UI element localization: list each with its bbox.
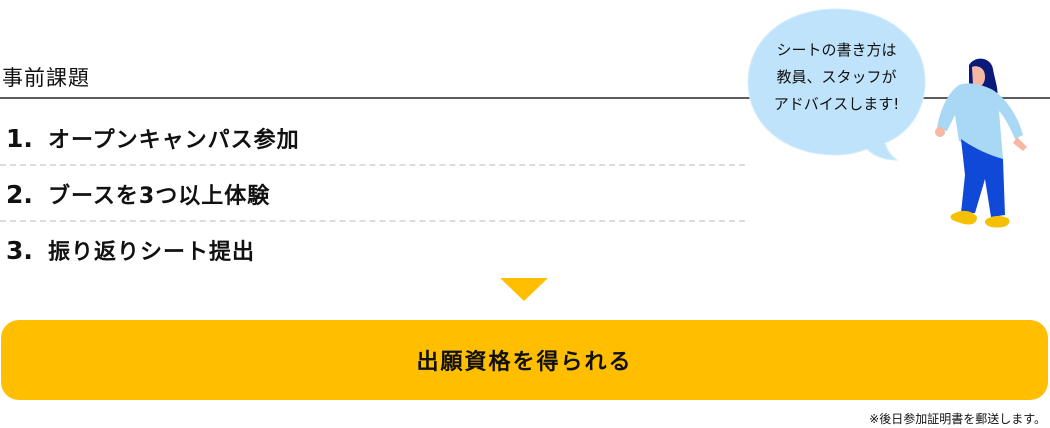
result-banner: 出願資格を得られる xyxy=(1,320,1048,400)
step-item-2: 2. ブースを3つ以上体験 xyxy=(6,174,273,214)
speech-bubble-icon xyxy=(747,8,926,161)
step-number: 3. xyxy=(6,235,33,265)
step-label: 振り返りシート提出 xyxy=(46,234,258,268)
person-illustration-icon xyxy=(935,58,1027,228)
step-number: 1. xyxy=(6,123,33,153)
step-item-1: 1. オープンキャンパス参加 xyxy=(6,118,302,158)
dashed-divider xyxy=(0,220,745,222)
step-label: ブースを3つ以上体験 xyxy=(46,178,273,212)
step-number: 2. xyxy=(6,179,33,209)
result-label: 出願資格を得られる xyxy=(416,350,633,375)
down-arrow-icon xyxy=(500,278,548,301)
bubble-text: シートの書き方は 教員、スタッフが アドバイスします! xyxy=(773,41,900,113)
step-label: オープンキャンパス参加 xyxy=(46,122,302,156)
footnote: ※後日参加証明書を郵送します。 xyxy=(869,412,1046,426)
step-item-3: 3. 振り返りシート提出 xyxy=(6,230,258,270)
section-divider xyxy=(0,97,1050,99)
dashed-divider xyxy=(0,164,745,166)
section-title: 事前課題 xyxy=(2,66,90,90)
